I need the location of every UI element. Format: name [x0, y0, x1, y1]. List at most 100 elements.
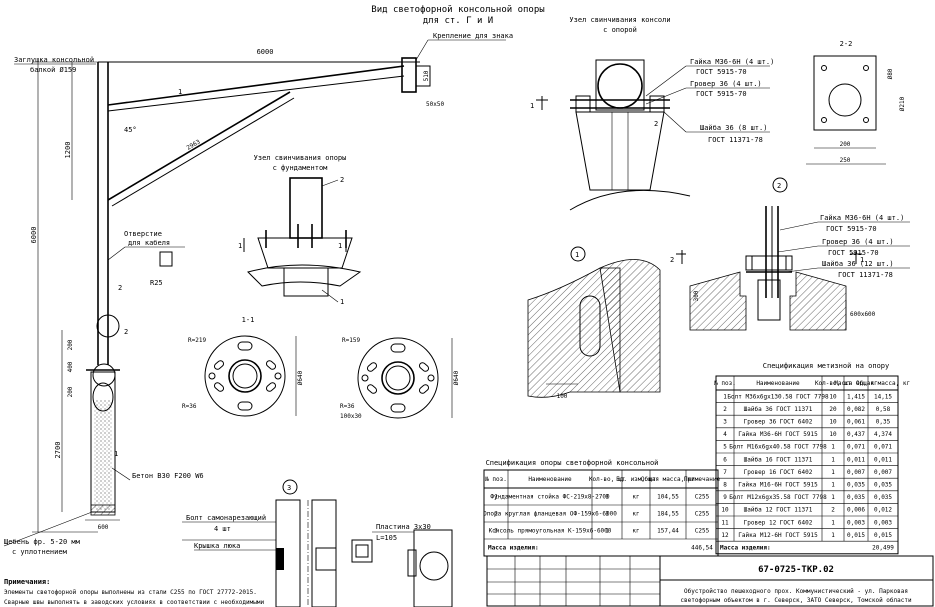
brace-line-b: [111, 97, 295, 207]
pole-view: Заглушка консольной балкой Ø159 Креплени…: [3, 32, 513, 556]
spec-hw-cell: 12: [721, 532, 729, 539]
spec-hw-cell: Шайба 16 ГОСТ 11371: [744, 456, 813, 463]
spec-hw-total-label: Масса изделия:: [720, 545, 771, 552]
spec-hw-cell: Болт М36х6gх130.58 ГОСТ 7798: [727, 393, 829, 400]
detail-node-1: 1 100: [527, 246, 661, 400]
spec-hw-cell: 1: [831, 532, 835, 539]
spec-main-cell: Опора круглая фланцевая ОФ-159х6-6000: [483, 511, 617, 518]
concrete-fill: [94, 400, 112, 510]
spec-hw-cell: 3: [723, 419, 727, 426]
console-node-callout-2: 2: [654, 120, 658, 128]
spec-hw-cell: 0,012: [874, 507, 892, 514]
label-gravel: Щебень фр. 5-20 мм: [4, 538, 81, 546]
label-node-foundation-2: с фундаментом: [273, 164, 329, 172]
detail-3-marker-text: 3: [287, 484, 291, 492]
label-nut1-std: ГОСТ 5915-70: [696, 68, 747, 76]
label-console-cap-2: балкой Ø159: [30, 66, 76, 74]
gravel-base: [90, 504, 116, 516]
flange-left-outer: [204, 335, 286, 417]
brace-line-a: [107, 91, 291, 201]
detail-circle-2: [96, 314, 120, 338]
detail-2-flange-right: [789, 271, 847, 331]
detail-2-marker: [772, 177, 788, 193]
flange-right-outer: [357, 337, 439, 419]
main-title-line1: Вид светофорной консольной опоры: [371, 5, 544, 15]
spec-hw-cell: Гровер 16 ГОСТ 6402: [744, 469, 813, 476]
detail-2-callout-1: 1: [860, 256, 864, 264]
spec-hw-cell: 0,082: [847, 406, 865, 413]
detail-circle-1: [92, 363, 116, 387]
label-cable-hole-dim: R25: [150, 279, 163, 287]
spec-hw-cell: 9: [723, 494, 727, 501]
spec-hw-cell: 1: [831, 444, 835, 451]
spec-main-title: Спецификация опоры светофорной консольно…: [486, 459, 659, 467]
label-node-console: Узел свинчивания консоли: [569, 16, 670, 24]
label-washer3: Гровер 36 (4 шт.): [822, 238, 894, 246]
spec-main-cell: Консоль прямоугольная К-159х6-6000: [489, 528, 612, 535]
console-beam-top: [107, 65, 405, 106]
notes: Примечания: Элементы светофорной опоры в…: [4, 578, 264, 606]
dim-200b: 200: [67, 386, 74, 397]
dim-r36b: R=36: [340, 403, 355, 410]
spec-hw-cell: Гайка М36-6Н ГОСТ 5915: [738, 431, 818, 438]
detail-1-marker-text: 1: [575, 251, 579, 259]
detail-1-slot: [579, 295, 601, 357]
dim-plate: 100х30: [340, 413, 362, 420]
spec-hw-cell: 7: [723, 469, 727, 476]
label-washer2-std: ГОСТ 11371-78: [708, 136, 763, 144]
spec-hw-cell: 0,006: [847, 507, 865, 514]
spec-hw-cell: Гайка М12-6Н ГОСТ 5915: [738, 532, 818, 539]
dim-d210: Ø210: [899, 96, 906, 111]
detail-node-2: 2 2 1 Гайка М36-6Н (4 шт.) ГОСТ 5915-70 …: [670, 177, 910, 331]
detail-2-callout-2: 2: [670, 256, 674, 264]
callout-3: 1: [178, 88, 182, 96]
label-washer3-std: ГОСТ 5915-70: [828, 249, 879, 257]
dim-sign-d: 50х50: [426, 101, 444, 108]
dim-h-total: 6000: [30, 227, 38, 244]
spec-hw-cell: 10: [829, 431, 837, 438]
dim-100: 100: [557, 393, 568, 400]
callout-2: 2: [118, 284, 122, 292]
spec-hw-cell: 0,035: [874, 494, 892, 501]
label-self-cut-bolt-2: 4 шт: [214, 525, 231, 533]
label-console-cap: Заглушка консольной: [14, 56, 94, 64]
spec-hw-cell: 1: [831, 469, 835, 476]
title-block-desc1: Обустройство пешеходного прох. Коммунист…: [684, 588, 908, 595]
label-cable-hole: Отверстие: [124, 230, 162, 238]
spec-main-cell: С255: [695, 528, 710, 535]
spec-main-header-5: Примечание: [684, 476, 721, 483]
note-2: Сварные швы выполнять в заводских услови…: [4, 599, 264, 606]
spec-main-cell: 1: [605, 494, 609, 501]
spec-hw-cell: 1,415: [847, 393, 865, 400]
title-block-desc2: светофорным объектом в г. Северск, ЗАТО …: [680, 597, 912, 604]
spec-hw-cell: 0,015: [847, 532, 865, 539]
main-title: Вид светофорной консольной опоры для ст.…: [371, 5, 544, 26]
label-nut2: Гайка М36-6Н (4 шт.): [820, 214, 904, 222]
detail-2-marker-text: 2: [777, 182, 781, 190]
spec-hw-cell: 0,061: [847, 419, 865, 426]
spec-hw-cell: 0,58: [876, 406, 891, 413]
spec-main-cell: 1: [605, 511, 609, 518]
spec-main-cell: кг: [632, 528, 639, 535]
callout-2b: 2: [124, 328, 128, 336]
title-block-code: 67-0725-ТКР.02: [758, 565, 834, 575]
label-washer1-std: ГОСТ 5915-70: [696, 90, 747, 98]
detail-3-marker: [282, 479, 298, 495]
detail-3-cover-a: [276, 548, 284, 570]
dim-r36a: R=36: [182, 403, 197, 410]
console-node-callout-1: 1: [530, 102, 534, 110]
spec-main-cell: С255: [695, 494, 710, 501]
spec-hw-cell: Болт М12х6gх35.58 ГОСТ 7798: [729, 494, 827, 501]
spec-hw-cell: 0,003: [847, 519, 865, 526]
spec-hw-cell: 0,011: [847, 456, 865, 463]
spec-hw-cell: 20: [829, 406, 837, 413]
label-washer1: Гровер 36 (4 шт.): [690, 80, 762, 88]
spec-hw-cell: 0,437: [847, 431, 865, 438]
spec-hw-title: Спецификация метизной на опору: [763, 362, 889, 370]
label-concrete: Бетон B30 F200 W6: [132, 472, 204, 480]
spec-hw-cell: 1: [831, 456, 835, 463]
dim-angle: 45°: [124, 126, 137, 134]
dim-2700: 2700: [54, 442, 62, 459]
spec-hw-cell: 1: [723, 393, 727, 400]
